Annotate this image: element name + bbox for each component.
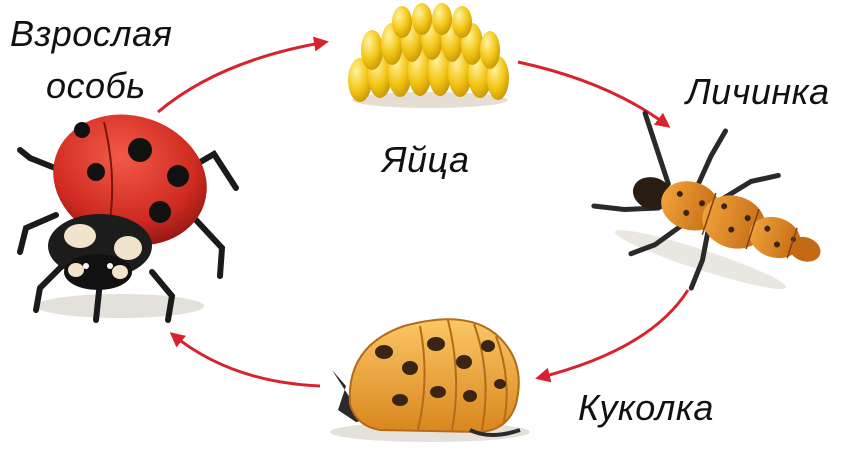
stage-label-pupa: Куколка [578,388,714,428]
egg-cluster-icon [348,3,509,108]
stage-label-adult-line1: Взрослая [10,14,172,54]
arrow-pupa-to-adult [172,334,320,386]
stage-label-adult-line2: особь [46,66,146,106]
arrow-adult-to-eggs [158,42,326,112]
arrow-larva-to-pupa [538,290,688,378]
stage-label-larva: Личинка [686,72,830,112]
pupa-icon [330,319,530,442]
larva-icon [579,99,847,322]
stage-label-eggs: Яйца [382,140,470,180]
ladybug-adult-icon [20,95,236,320]
